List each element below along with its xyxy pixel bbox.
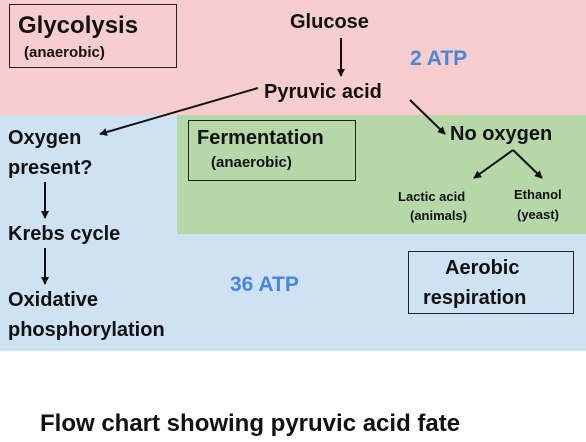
lactic-acid-line2: (animals) xyxy=(410,208,468,223)
arrow-pyruvic-to-no-oxygen xyxy=(409,99,446,135)
oxidative-line2: phosphorylation xyxy=(8,319,165,341)
ethanol-line2: (yeast) xyxy=(517,207,559,222)
lactic-acid-line1: Lactic acid xyxy=(398,189,466,204)
arrow-pyruvic-to-oxygen xyxy=(99,87,259,136)
pyruvic-acid-node: Pyruvic acid xyxy=(264,81,382,103)
glycolysis-subtitle: (anaerobic) xyxy=(24,44,105,61)
glycolysis-atp: 2 ATP xyxy=(410,47,468,70)
fermentation-subtitle: (anaerobic) xyxy=(211,154,292,171)
oxygen-present-line2: present? xyxy=(8,157,93,179)
aerobic-label-box xyxy=(408,251,574,314)
figure-caption: Flow chart showing pyruvic acid fate xyxy=(40,410,461,437)
aerobic-atp: 36 ATP xyxy=(230,273,299,296)
glucose-node: Glucose xyxy=(290,11,369,33)
fermentation-region xyxy=(177,115,586,234)
glycolysis-label-box xyxy=(9,4,177,68)
oxygen-present-line1: Oxygen xyxy=(8,127,82,149)
fermentation-title: Fermentation xyxy=(197,127,324,149)
aerobic-respiration-line1: Aerobic xyxy=(445,257,520,279)
arrow-no-oxygen-to-lactic xyxy=(473,149,514,179)
krebs-cycle-node: Krebs cycle xyxy=(8,223,121,245)
fermentation-label-box xyxy=(188,120,356,181)
no-oxygen-node: No oxygen xyxy=(450,123,553,145)
aerobic-respiration-line2: respiration xyxy=(423,287,527,309)
arrow-no-oxygen-to-ethanol xyxy=(512,149,543,179)
oxidative-line1: Oxidative xyxy=(8,289,99,311)
ethanol-line1: Ethanol xyxy=(514,187,562,202)
glycolysis-title: Glycolysis xyxy=(18,12,139,39)
glycolysis-region xyxy=(0,0,586,115)
